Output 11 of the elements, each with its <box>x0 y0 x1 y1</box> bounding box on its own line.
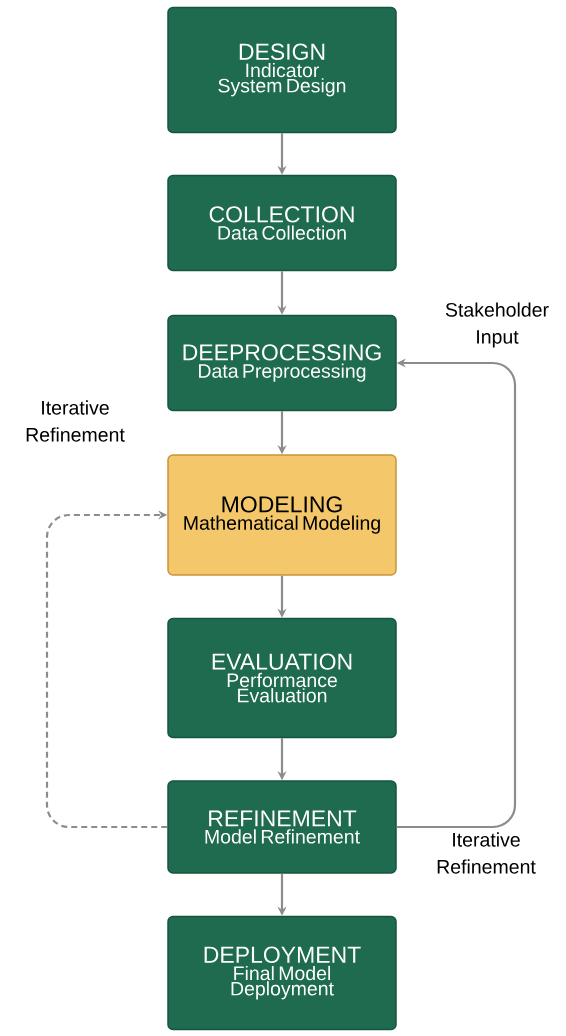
edge-label: Iterative Refinement <box>14 399 136 443</box>
note-label: Iterative Refinement <box>437 832 536 874</box>
process-box: EVALUATION Performance Evaluation <box>167 617 397 739</box>
process-box: COLLECTION Data Collection <box>167 174 397 272</box>
process-box: DEPLOYMENT Final Model Deployment <box>167 915 397 1031</box>
process-box: DESIGN Indicator System Design <box>167 6 397 134</box>
process-box: MODELING Mathematical Modeling <box>167 454 397 576</box>
arrow <box>45 510 168 829</box>
edge-label: Stakeholder Input <box>436 301 558 349</box>
process-box: DEEPROCESSING Data Preprocessing <box>167 314 397 412</box>
process-box: REFINEMENT Model Refinement <box>167 780 397 874</box>
